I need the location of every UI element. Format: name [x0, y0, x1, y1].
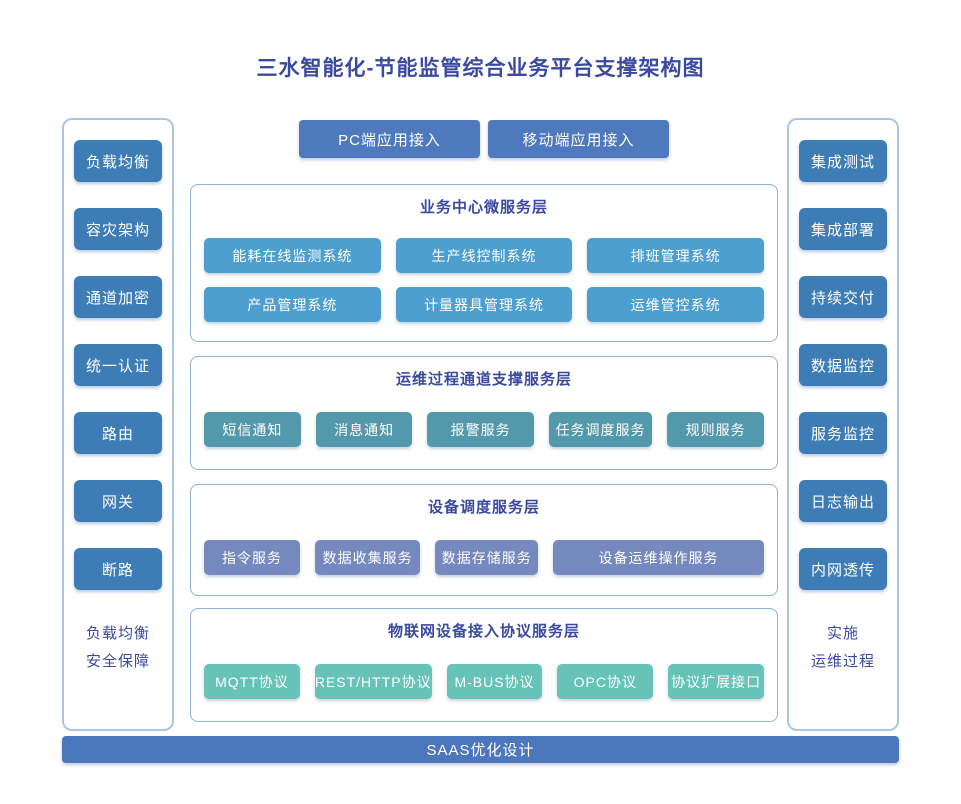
page-title: 三水智能化-节能监管综合业务平台支撑架构图: [256, 57, 705, 80]
service-chip-data-storage: 数据存储服务: [435, 540, 539, 575]
service-chip-sms-notification: 短信通知: [204, 412, 301, 447]
layer-row: 短信通知 消息通知 报警服务 任务调度服务 规则服务: [204, 412, 765, 447]
layer-row: 指令服务 数据收集服务 数据存储服务 设备运维操作服务: [204, 540, 764, 575]
right-sidebar-caption: 实施 运维过程: [811, 620, 875, 676]
service-chip-rule-service: 规则服务: [667, 412, 765, 447]
service-chip-energy-monitoring: 能耗在线监测系统: [204, 238, 381, 273]
service-chip-alarm-service: 报警服务: [427, 412, 534, 447]
service-chip-task-scheduling: 任务调度服务: [548, 412, 653, 447]
caption-line: 运维过程: [810, 653, 875, 670]
service-chip-rest-http-protocol: REST/HTTP协议: [314, 664, 432, 699]
service-chip-device-ops-operation: 设备运维操作服务: [553, 540, 764, 575]
sidebar-item-circuit-breaker: 断路: [74, 548, 162, 590]
layer-iot-protocol-access: 物联网设备接入协议服务层 MQTT协议 REST/HTTP协议 M-BUS协议 …: [190, 608, 778, 722]
service-chip-product-management: 产品管理系统: [204, 287, 381, 322]
layer-title: 设备调度服务层: [427, 499, 540, 516]
service-chip-metering-instrument-management: 计量器具管理系统: [395, 287, 573, 322]
left-sidebar: 负载均衡 容灾架构 通道加密 统一认证 路由 网关 断路 负载均衡 安全保障: [62, 118, 174, 731]
sidebar-item-unified-auth: 统一认证: [74, 344, 162, 386]
service-chip-mqtt-protocol: MQTT协议: [204, 664, 300, 699]
sidebar-item-integration-deploy: 集成部署: [799, 208, 887, 250]
sidebar-item-disaster-recovery: 容灾架构: [74, 208, 162, 250]
service-chip-message-notification: 消息通知: [315, 412, 413, 447]
layer-row: MQTT协议 REST/HTTP协议 M-BUS协议 OPC协议 协议扩展接口: [204, 664, 765, 699]
sidebar-item-service-monitoring: 服务监控: [799, 412, 887, 454]
layer-row: 能耗在线监测系统 生产线控制系统 排班管理系统: [204, 238, 765, 273]
layer-business-microservices: 业务中心微服务层 能耗在线监测系统 生产线控制系统 排班管理系统 产品管理系统 …: [190, 184, 778, 342]
layer-device-scheduling: 设备调度服务层 指令服务 数据收集服务 数据存储服务 设备运维操作服务: [190, 484, 778, 596]
service-chip-production-line-control: 生产线控制系统: [395, 238, 573, 273]
caption-line: 安全保障: [85, 653, 150, 670]
service-chip-mbus-protocol: M-BUS协议: [446, 664, 543, 699]
pc-access-button: PC端应用接入: [299, 120, 480, 158]
service-chip-shift-management: 排班管理系统: [587, 238, 765, 273]
sidebar-item-routing: 路由: [74, 412, 162, 454]
sidebar-item-integration-test: 集成测试: [799, 140, 887, 182]
layer-title: 运维过程通道支撑服务层: [395, 371, 572, 388]
sidebar-item-gateway: 网关: [74, 480, 162, 522]
sidebar-item-continuous-delivery: 持续交付: [799, 276, 887, 318]
caption-line: 实施: [826, 625, 859, 642]
layer-title: 物联网设备接入协议服务层: [387, 623, 580, 640]
layer-ops-channel-support: 运维过程通道支撑服务层 短信通知 消息通知 报警服务 任务调度服务 规则服务: [190, 356, 778, 470]
access-buttons-row: PC端应用接入 移动端应用接入: [190, 120, 778, 158]
mobile-access-button: 移动端应用接入: [488, 120, 669, 158]
service-chip-command-service: 指令服务: [204, 540, 300, 575]
sidebar-item-log-output: 日志输出: [799, 480, 887, 522]
layer-title: 业务中心微服务层: [419, 199, 548, 216]
sidebar-item-intranet-tunnel: 内网透传: [799, 548, 887, 590]
caption-line: 负载均衡: [85, 625, 150, 642]
layer-row: 产品管理系统 计量器具管理系统 运维管控系统: [204, 287, 765, 322]
sidebar-item-data-monitoring: 数据监控: [799, 344, 887, 386]
service-chip-data-collection: 数据收集服务: [314, 540, 421, 575]
sidebar-item-load-balancing: 负载均衡: [74, 140, 162, 182]
service-chip-opc-protocol: OPC协议: [557, 664, 654, 699]
service-chip-ops-control: 运维管控系统: [587, 287, 765, 322]
left-sidebar-caption: 负载均衡 安全保障: [86, 620, 150, 676]
service-chip-protocol-extension: 协议扩展接口: [668, 664, 765, 699]
saas-optimization-bar: SAAS优化设计: [62, 736, 899, 763]
sidebar-item-channel-encryption: 通道加密: [74, 276, 162, 318]
right-sidebar: 集成测试 集成部署 持续交付 数据监控 服务监控 日志输出 内网透传 实施 运维…: [787, 118, 899, 731]
